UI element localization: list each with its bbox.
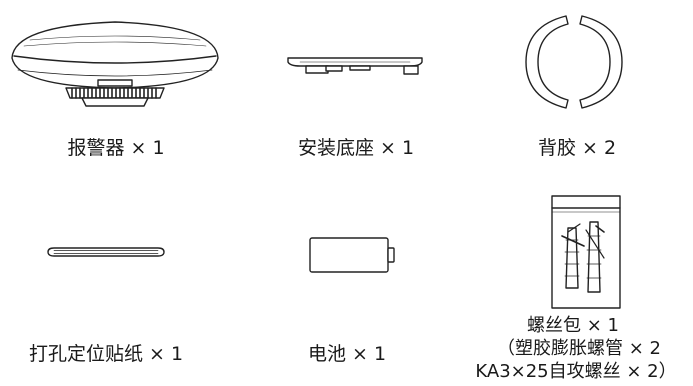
adhesive-label: 背胶 × 2 [537, 137, 617, 159]
sticker-image [47, 247, 165, 257]
mounting-base-image [287, 57, 423, 75]
battery-image [309, 237, 395, 273]
screw-pack-label-line-3: KA3×25自攻螺丝 × 2） [475, 361, 677, 382]
adhesive-image [525, 15, 623, 109]
screw-pack-label-line-2: （塑胶膨胀螺管 × 2 [497, 338, 661, 359]
mounting-base-label: 安装底座 × 1 [297, 137, 415, 159]
battery-label: 电池 × 1 [307, 343, 387, 365]
screw-pack-image [551, 195, 621, 309]
alarm-label: 报警器 × 1 [67, 137, 165, 159]
screw-pack-label-line-1: 螺丝包 × 1 [527, 315, 619, 336]
alarm-image [11, 21, 219, 107]
sticker-label: 打孔定位贴纸 × 1 [28, 343, 184, 365]
